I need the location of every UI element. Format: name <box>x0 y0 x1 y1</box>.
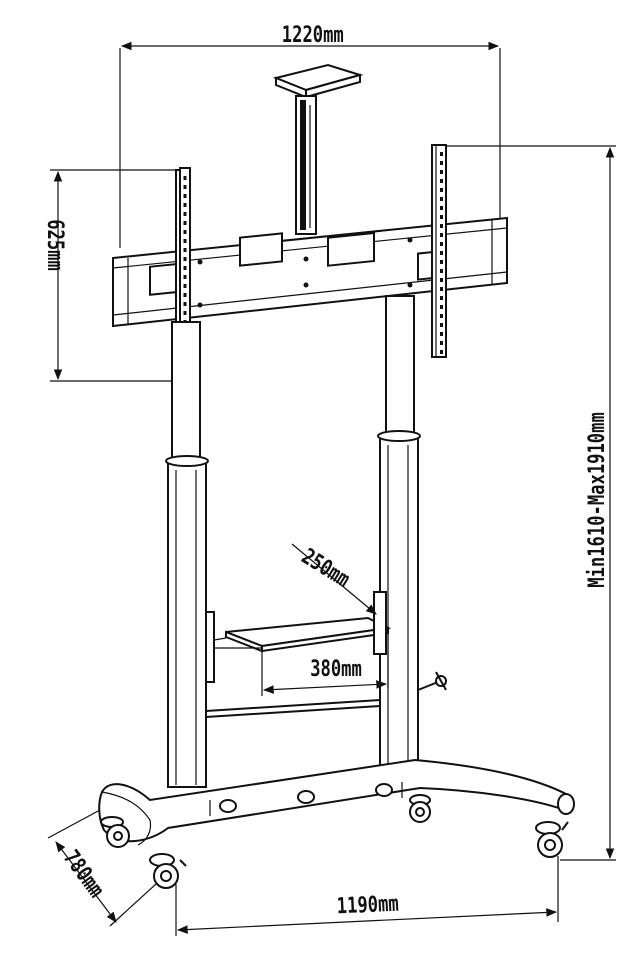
mount-hole <box>440 197 443 201</box>
mount-hole <box>440 278 443 282</box>
right-vesa-bracket <box>431 144 447 358</box>
left-column <box>165 321 209 788</box>
mount-hole <box>183 203 187 207</box>
label-base-depth: 780mm <box>58 845 109 902</box>
caster-back-right <box>409 794 431 823</box>
mount-hole <box>440 350 443 354</box>
mount-hole <box>440 260 443 264</box>
label-shelf-depth: 250mm <box>297 543 354 592</box>
mount-hole <box>183 221 187 225</box>
mount-hole <box>183 212 187 216</box>
mount-hole <box>183 266 187 270</box>
mount-hole <box>440 161 443 165</box>
mount-hole <box>440 179 443 183</box>
mount-hole <box>440 269 443 273</box>
label-width-top: 1220mm <box>282 22 344 48</box>
label-base-width: 1190mm <box>336 891 399 919</box>
right-column <box>377 295 421 777</box>
label-shelf-width: 380mm <box>310 656 362 682</box>
mount-hole <box>183 275 187 279</box>
caster-front-right <box>535 821 569 858</box>
caster-wheels <box>100 794 569 889</box>
camera-shelf <box>272 63 364 235</box>
mount-hole <box>440 341 443 345</box>
dimension-total-height: Min1610-Max1910mm <box>440 145 616 861</box>
middle-shelf <box>205 591 447 718</box>
mount-hole <box>440 170 443 174</box>
mount-hole <box>440 314 443 318</box>
mount-hole <box>440 206 443 210</box>
caster-back-left <box>100 816 130 848</box>
mount-hole <box>183 311 187 315</box>
mount-hole <box>183 302 187 306</box>
mount-hole <box>183 230 187 234</box>
mount-hole <box>440 296 443 300</box>
mount-hole <box>183 239 187 243</box>
dimension-top-width: 1220mm <box>119 22 501 248</box>
caster-front-left <box>149 853 187 889</box>
mount-hole <box>183 284 187 288</box>
dimension-base-width: 1190mm <box>175 856 559 936</box>
mount-hole <box>440 224 443 228</box>
mount-hole <box>440 332 443 336</box>
mount-hole <box>440 287 443 291</box>
mount-hole <box>440 233 443 237</box>
mount-hole <box>183 194 187 198</box>
stand-base <box>98 758 575 846</box>
mount-hole <box>183 248 187 252</box>
mount-hole <box>183 293 187 297</box>
dimension-shelf-depth: 250mm <box>291 543 377 615</box>
mount-hole <box>440 188 443 192</box>
label-height-bracket: 625mm <box>42 219 68 271</box>
mount-hole <box>440 242 443 246</box>
mount-hole <box>183 176 187 180</box>
dimension-shelf-width: 380mm <box>261 634 389 696</box>
label-height-total: Min1610-Max1910mm <box>584 412 610 588</box>
mount-hole <box>440 251 443 255</box>
mount-hole <box>440 305 443 309</box>
mount-hole <box>183 257 187 261</box>
mount-hole <box>440 215 443 219</box>
mount-hole <box>440 323 443 327</box>
mount-hole <box>183 185 187 189</box>
mount-hole <box>440 152 443 156</box>
dimension-bracket-height: 625mm <box>42 169 180 382</box>
